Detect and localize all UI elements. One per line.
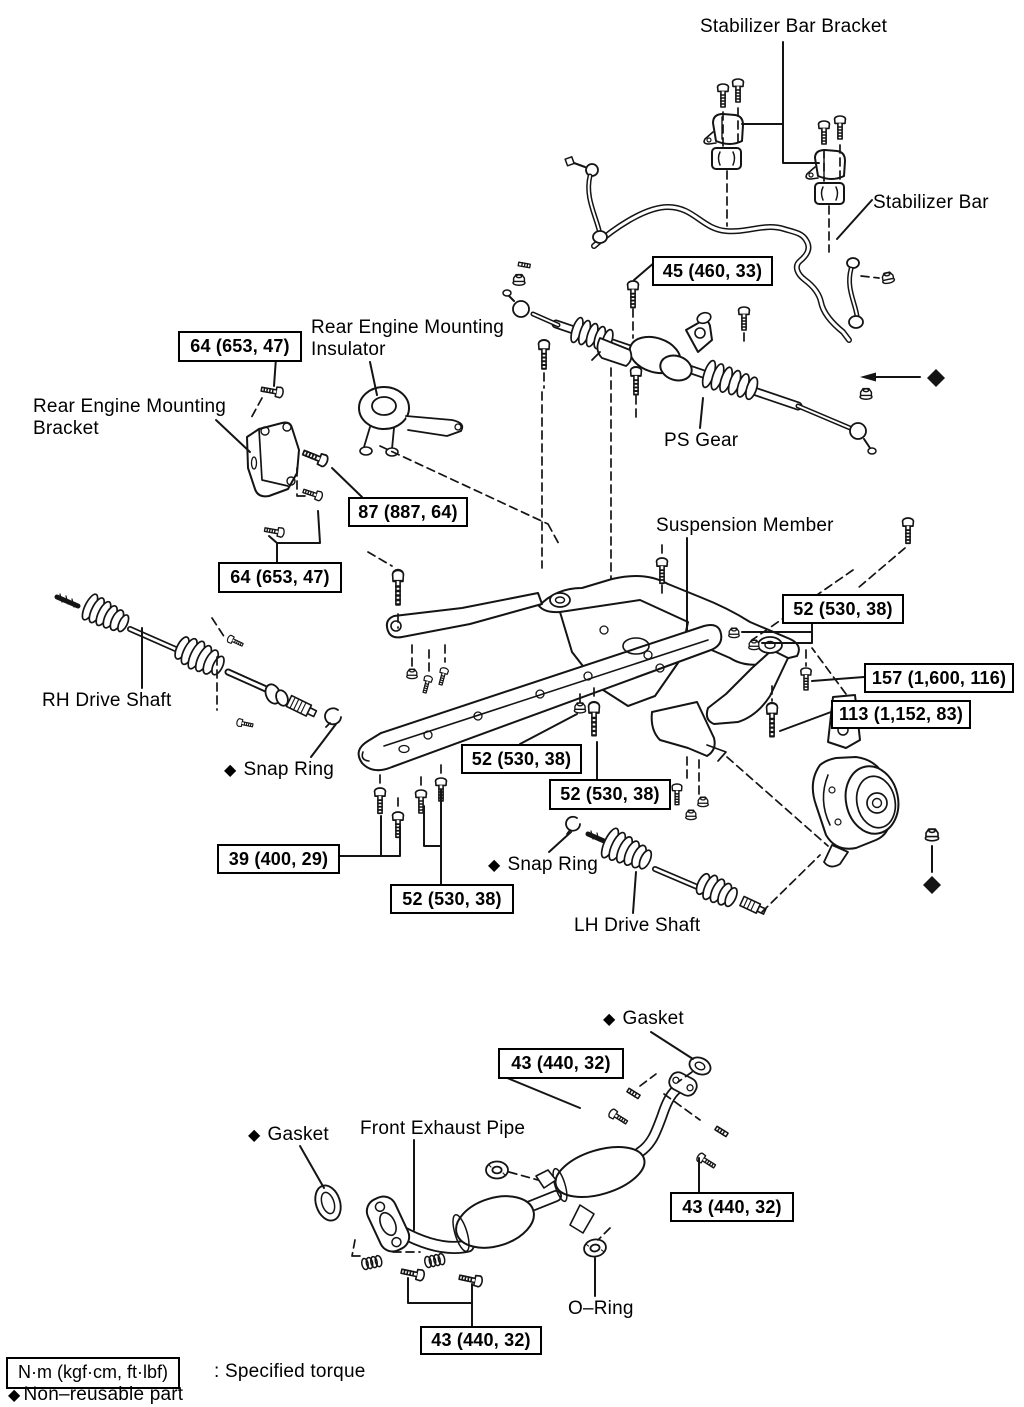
torque-box-43-b: 43 (440, 32) [670, 1192, 794, 1222]
label-rh-drive-shaft: RH Drive Shaft [42, 690, 172, 711]
label-o-ring: O–Ring [568, 1298, 634, 1319]
snap-ring-left-art [324, 707, 342, 728]
non-reusable-diamond-marker [923, 876, 941, 894]
label-suspension-member: Suspension Member [656, 515, 834, 536]
non-reusable-diamond-icon: ◆ [248, 1127, 261, 1144]
torque-box-39: 39 (400, 29) [217, 844, 340, 874]
label-text: Non–reusable part [23, 1384, 184, 1405]
torque-box-45: 45 (460, 33) [652, 256, 773, 286]
torque-box-64-lower: 64 (653, 47) [218, 562, 342, 593]
exhaust-group [314, 1056, 729, 1289]
torque-box-157: 157 (1,600, 116) [864, 663, 1014, 693]
leader-lines [141, 41, 873, 1327]
label-rear-engine-mounting-bracket: Rear Engine Mounting Bracket [33, 396, 226, 440]
torque-box-64-upper: 64 (653, 47) [178, 331, 302, 362]
legend-non-reusable: ◆Non–reusable part [8, 1384, 183, 1407]
dashed-lines [211, 107, 906, 1257]
torque-box-43-a: 43 (440, 32) [498, 1048, 624, 1079]
rh-drive-shaft-group [54, 593, 342, 730]
gasket-top-art [688, 1056, 712, 1076]
non-reusable-diamond-icon: ◆ [603, 1011, 616, 1028]
label-line: Bracket [33, 418, 99, 439]
label-snap-ring-right: ◆ Snap Ring [488, 854, 598, 877]
torque-box-52-d: 52 (530, 38) [390, 884, 514, 914]
label-line: Insulator [311, 339, 386, 360]
torque-box-87: 87 (887, 64) [348, 497, 468, 527]
torque-box-52-b: 52 (530, 38) [461, 744, 582, 774]
engine-mount-group [246, 383, 464, 539]
label-snap-ring-left: ◆ Snap Ring [224, 759, 334, 782]
label-ps-gear: PS Gear [664, 430, 739, 451]
torque-box-113: 113 (1,152, 83) [831, 700, 971, 729]
lh-drive-shaft-group [565, 815, 767, 915]
legend-torque-meaning: : Specified torque [214, 1361, 366, 1382]
torque-box-52-c: 52 (530, 38) [549, 779, 671, 810]
snap-ring-right-art [565, 815, 581, 835]
label-line: Rear Engine Mounting [33, 396, 227, 417]
non-reusable-diamond-icon: ◆ [488, 857, 501, 874]
non-reusable-diamond-icon: ◆ [224, 762, 237, 779]
stabilizer-assembly [564, 78, 896, 343]
torque-box-43-c: 43 (440, 32) [420, 1326, 542, 1355]
gasket-left-art [314, 1184, 342, 1222]
o-ring-art [581, 1236, 609, 1260]
label-text: Gasket [267, 1124, 329, 1145]
label-front-exhaust-pipe: Front Exhaust Pipe [360, 1118, 526, 1139]
ps-gear-group [502, 261, 945, 455]
label-text: Snap Ring [243, 759, 335, 780]
torque-box-52-a: 52 (530, 38) [782, 594, 904, 624]
label-rear-engine-mounting-insulator: Rear Engine Mounting Insulator [311, 317, 504, 361]
label-gasket-top: ◆ Gasket [603, 1008, 684, 1031]
label-line: Rear Engine Mounting [311, 317, 505, 338]
label-text: Snap Ring [507, 854, 599, 875]
label-gasket-left: ◆ Gasket [248, 1124, 329, 1147]
label-text: Gasket [622, 1008, 684, 1029]
non-reusable-diamond-marker [927, 369, 945, 387]
label-lh-drive-shaft: LH Drive Shaft [574, 915, 701, 936]
label-stabilizer-bar-bracket: Stabilizer Bar Bracket [700, 16, 888, 37]
legend-torque-unit-box: N·m (kgf·cm, ft·lbf) [6, 1357, 180, 1389]
label-stabilizer-bar: Stabilizer Bar [873, 192, 989, 213]
suspension-member-group [357, 517, 915, 839]
non-reusable-diamond-icon: ◆ [8, 1387, 21, 1404]
